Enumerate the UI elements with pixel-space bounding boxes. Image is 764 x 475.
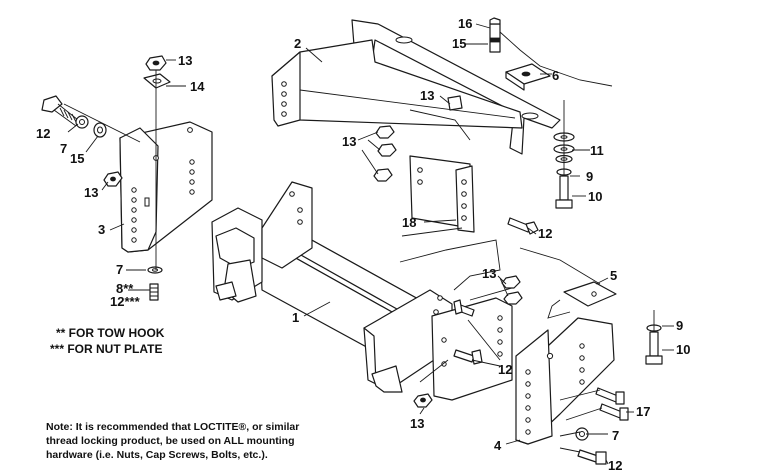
callout-labels: 1 2 3 4 5 6 7 7 7 8** 9 9 10 10 11 12 12… <box>36 16 690 473</box>
hex-nut-13-bottom <box>413 393 433 408</box>
washer-7-right <box>575 427 589 441</box>
callout-18: 18 <box>402 215 416 230</box>
callout-10-right: 10 <box>676 342 690 357</box>
vertical-plate <box>409 155 475 233</box>
bolt-10-right <box>645 331 663 365</box>
callout-7-under: 7 <box>116 262 123 277</box>
top-mounting-bracket <box>271 19 561 155</box>
hex-nut-13-top-left <box>145 55 167 71</box>
main-crossbar-tube <box>211 181 453 393</box>
callout-13-top-left: 13 <box>178 53 192 68</box>
note-line-2: thread locking product, be used on ALL m… <box>46 435 295 447</box>
cap-screw-12-mid <box>507 217 539 235</box>
loctite-note: Note: It is recommended that LOCTITE®, o… <box>46 420 326 462</box>
callout-11: 11 <box>590 143 604 158</box>
legend-tow-hook: ** FOR TOW HOOK <box>56 326 165 340</box>
note-line-3: hardware (i.e. Nuts, Cap Screws, Bolts, … <box>46 449 268 461</box>
callout-8: 8** <box>116 281 134 296</box>
callout-13-pair: 13 <box>482 266 496 281</box>
bolts-17 <box>595 387 629 421</box>
callout-10-top: 10 <box>588 189 602 204</box>
washer-7-left <box>75 115 89 129</box>
callout-9-right: 9 <box>676 318 683 333</box>
cap-screw-12-lower <box>453 299 475 317</box>
callout-16: 16 <box>458 16 472 31</box>
hex-nut-13-left <box>103 171 123 187</box>
callout-12-lower: 12 <box>498 362 512 377</box>
callout-12-left: 12 <box>36 126 50 141</box>
cap-screw-12-left <box>41 95 79 127</box>
nut-plate-6 <box>505 63 551 91</box>
left-side-bracket <box>119 121 213 253</box>
callout-14: 14 <box>190 79 205 94</box>
cap-screw-12-bottom <box>577 449 607 465</box>
pin-16 <box>489 17 613 87</box>
callout-15-left: 15 <box>70 151 84 166</box>
callout-13-bottom: 13 <box>410 416 424 431</box>
hex-nut-13-pair <box>501 275 523 305</box>
callout-7-left: 7 <box>60 141 67 156</box>
washer-15-left <box>93 122 107 138</box>
middle-mounting-plate <box>431 297 513 401</box>
callout-2: 2 <box>294 36 301 51</box>
callout-7-right: 7 <box>612 428 619 443</box>
callout-12-mid: 12 <box>538 226 552 241</box>
callout-13-stack: 13 <box>342 134 356 149</box>
callout-13-top-square: 13 <box>420 88 434 103</box>
nut-plate-14 <box>143 73 171 89</box>
nut-plate-5 <box>547 281 617 319</box>
callout-3: 3 <box>98 222 105 237</box>
callout-12-nut-plate: 12*** <box>110 294 141 309</box>
right-side-bracket <box>515 317 615 445</box>
callout-1: 1 <box>292 310 299 325</box>
callout-17: 17 <box>636 404 650 419</box>
callout-4: 4 <box>494 438 502 453</box>
callout-5: 5 <box>610 268 617 283</box>
callout-15-top: 15 <box>452 36 466 51</box>
callout-12-bottom: 12 <box>608 458 622 473</box>
washer-7-under <box>147 266 163 274</box>
square-nut-13-top <box>447 95 463 111</box>
legend-nut-plate: *** FOR NUT PLATE <box>50 342 163 356</box>
callout-9-top: 9 <box>586 169 593 184</box>
cap-screw-12-under-left <box>149 283 159 301</box>
bolt-10-top <box>555 175 573 209</box>
callout-13-left: 13 <box>84 185 98 200</box>
callout-leaders <box>67 23 674 465</box>
note-line-1: Note: It is recommended that LOCTITE®, o… <box>46 421 300 433</box>
hex-nut-13-stack <box>373 125 397 182</box>
callout-6: 6 <box>552 68 559 83</box>
